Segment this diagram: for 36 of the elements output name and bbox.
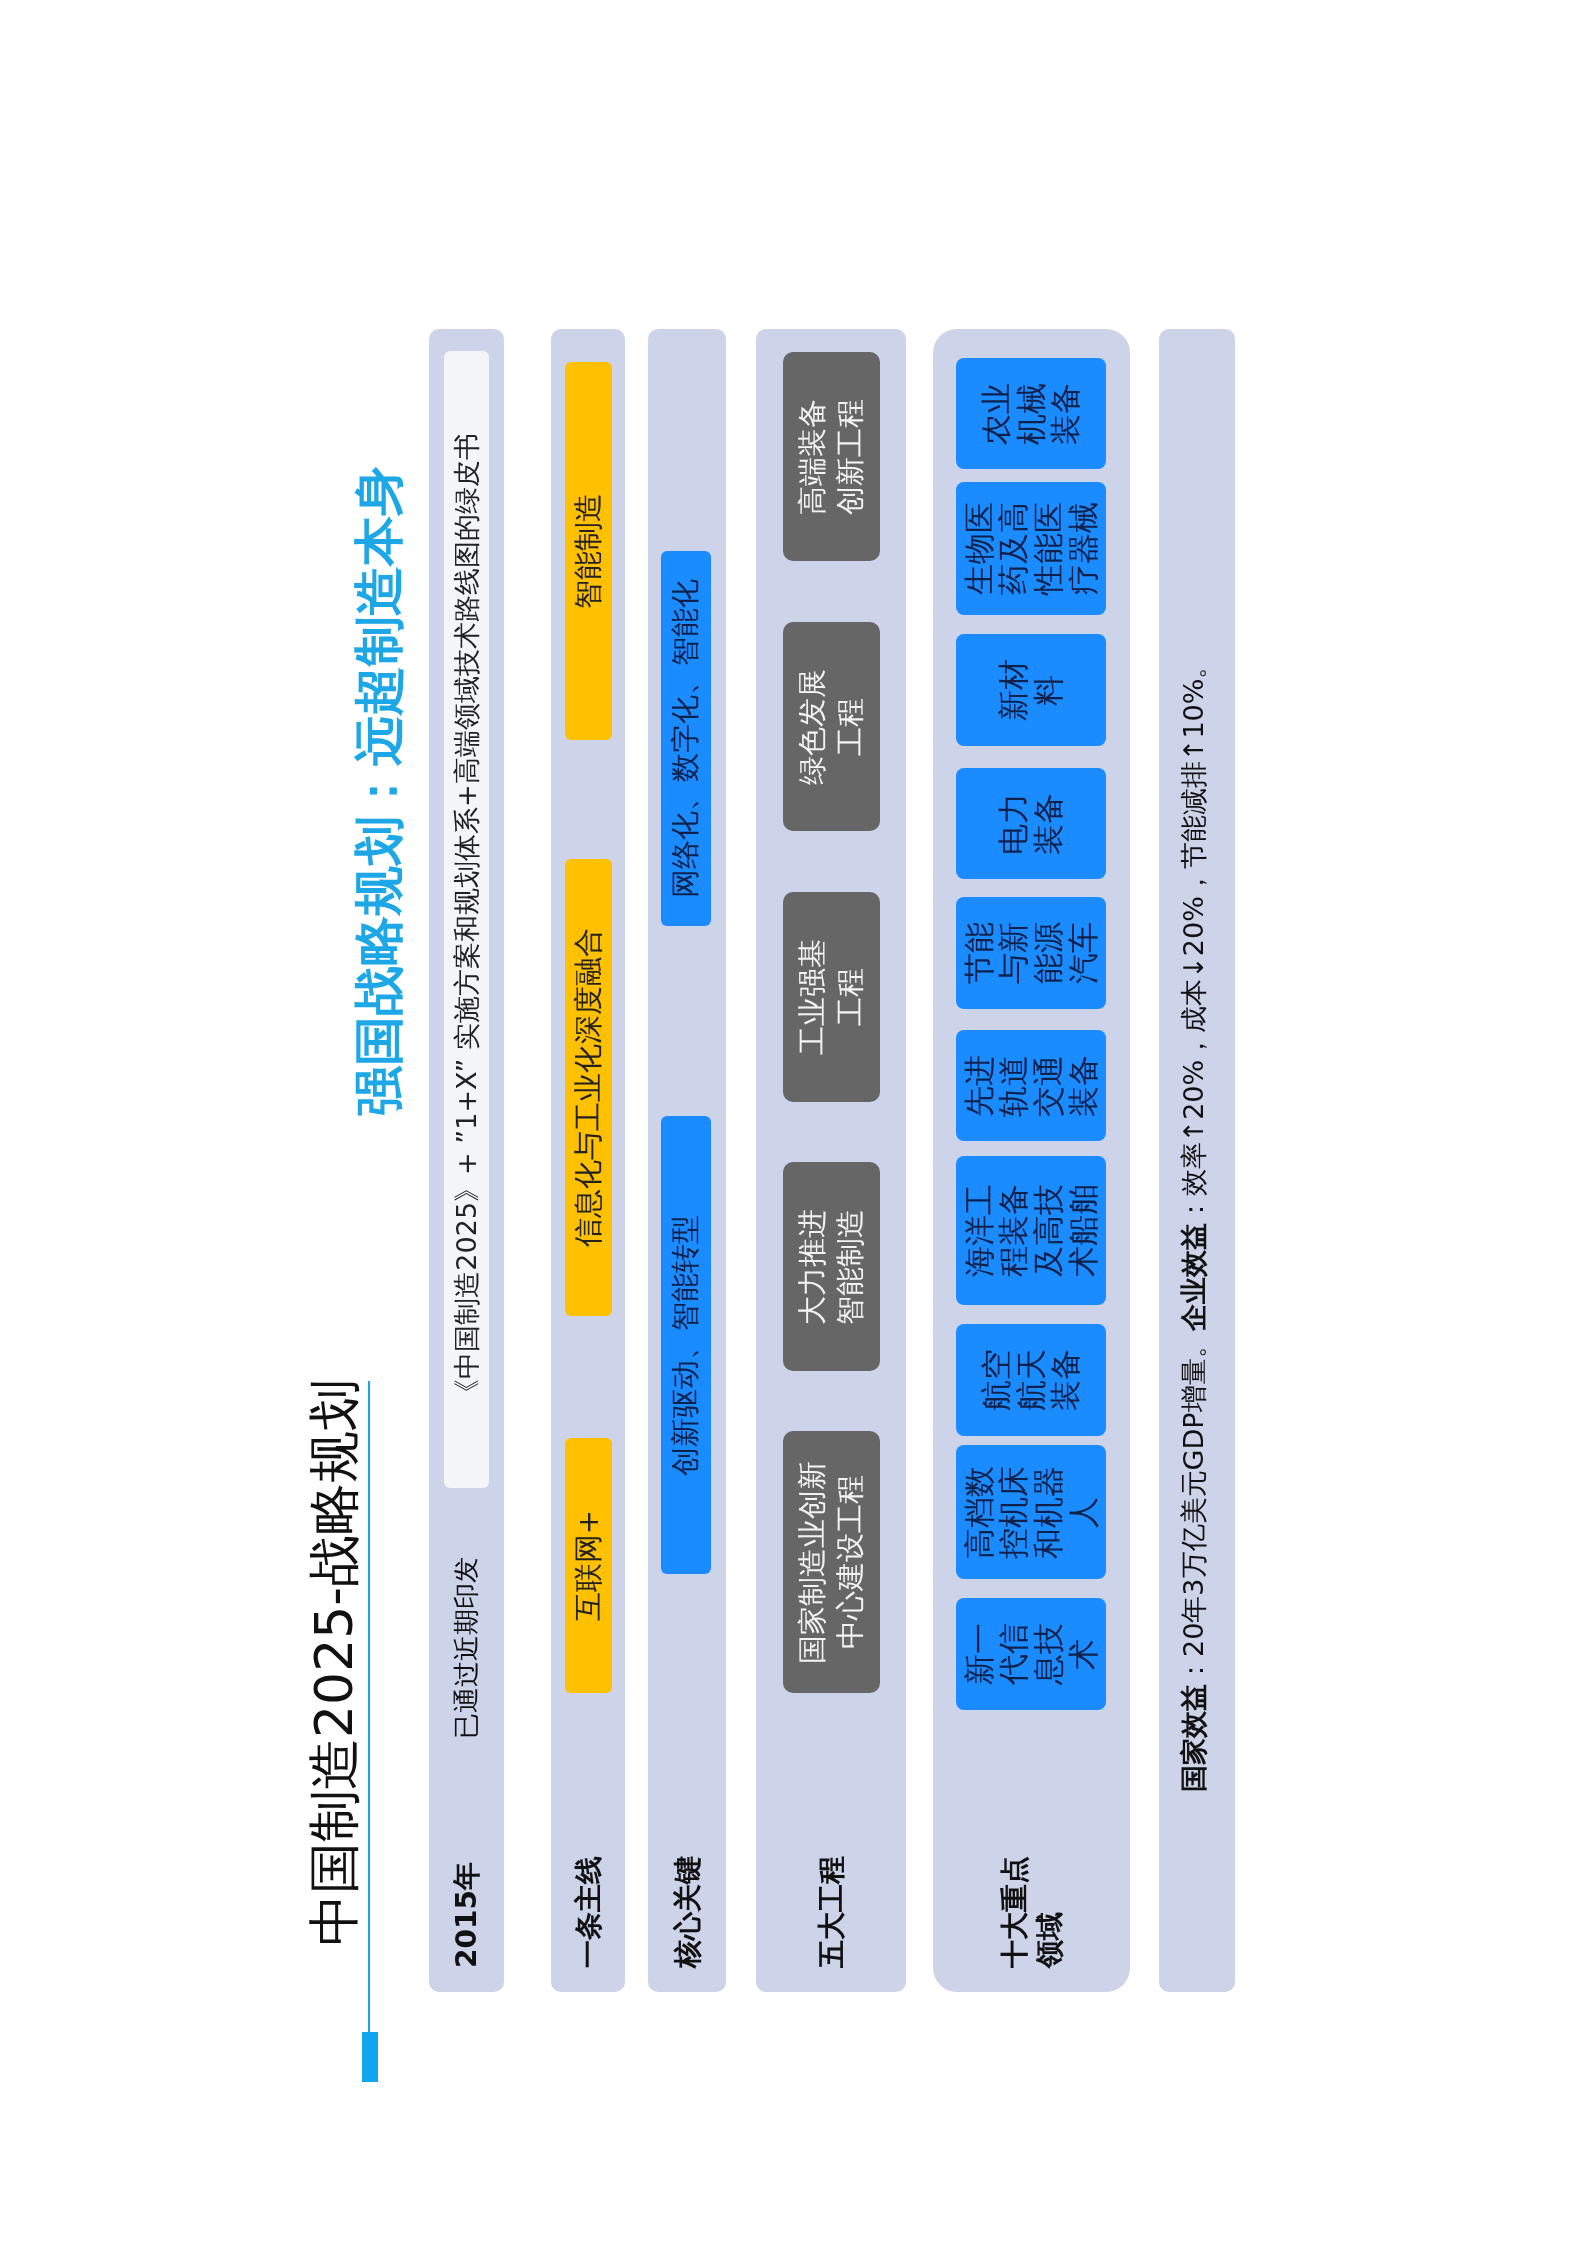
row-band bbox=[648, 329, 726, 1992]
row-heading: 五大工程 bbox=[813, 1856, 849, 1968]
field-box: 高档数控机床和机器人 bbox=[956, 1445, 1106, 1579]
project-box: 绿色发展工程 bbox=[783, 622, 880, 831]
project-box: 国家制造业创新中心建设工程 bbox=[783, 1431, 880, 1693]
field-box: 节能与新能源汽车 bbox=[956, 897, 1106, 1009]
project-box: 高端装备创新工程 bbox=[783, 352, 880, 561]
field-box: 电力装备 bbox=[956, 768, 1106, 879]
theme-box: 信息化与工业化深度融合 bbox=[565, 859, 612, 1316]
field-box: 新一代信息技术 bbox=[956, 1598, 1106, 1710]
summary-text: 国家效益：20年3万亿美元GDP增量。企业效益：效率↑20%，成本↓20%，节能减排↑10%。 bbox=[1177, 651, 1210, 1792]
field-box: 航空航天装备 bbox=[956, 1324, 1106, 1436]
theme-box: 智能制造 bbox=[565, 362, 612, 740]
row-band bbox=[551, 329, 625, 1992]
field-box: 农业机械装备 bbox=[956, 358, 1106, 469]
title: 中国制造2025-战略规划 bbox=[303, 1378, 365, 1946]
row-heading: 一条主线 bbox=[570, 1856, 606, 1968]
row-heading: 核心关键 bbox=[669, 1856, 705, 1968]
subtitle: 强国战略规划：远超制造本身 bbox=[349, 466, 409, 1116]
status-text: 已通过近期印发 bbox=[450, 1557, 482, 1739]
note-box: 《中国制造2025》+ ”1+X” 实施方案和规划体系+高端领域技术路线图的绿皮书 bbox=[444, 351, 489, 1488]
row-heading: 十大重点领域 bbox=[996, 1855, 1067, 1968]
key-box: 创新驱动、智能转型 bbox=[661, 1116, 711, 1574]
row-band bbox=[429, 329, 504, 1992]
field-box: 先进轨道交通装备 bbox=[956, 1030, 1106, 1141]
project-box: 大力推进智能制造 bbox=[783, 1162, 880, 1371]
summary-band bbox=[1159, 329, 1235, 1992]
project-box: 工业强基工程 bbox=[783, 892, 880, 1102]
field-box: 生物医药及高性能医疗器械 bbox=[956, 482, 1106, 615]
row-band bbox=[756, 329, 906, 1992]
key-box: 网络化、数字化、智能化 bbox=[661, 551, 711, 926]
theme-box: 互联网+ bbox=[565, 1438, 612, 1693]
field-box: 新材料 bbox=[956, 634, 1106, 746]
row-band bbox=[933, 329, 1130, 1992]
row-heading: 2015年 bbox=[449, 1862, 484, 1968]
field-box: 海洋工程装备及高技术船舶 bbox=[956, 1156, 1106, 1305]
